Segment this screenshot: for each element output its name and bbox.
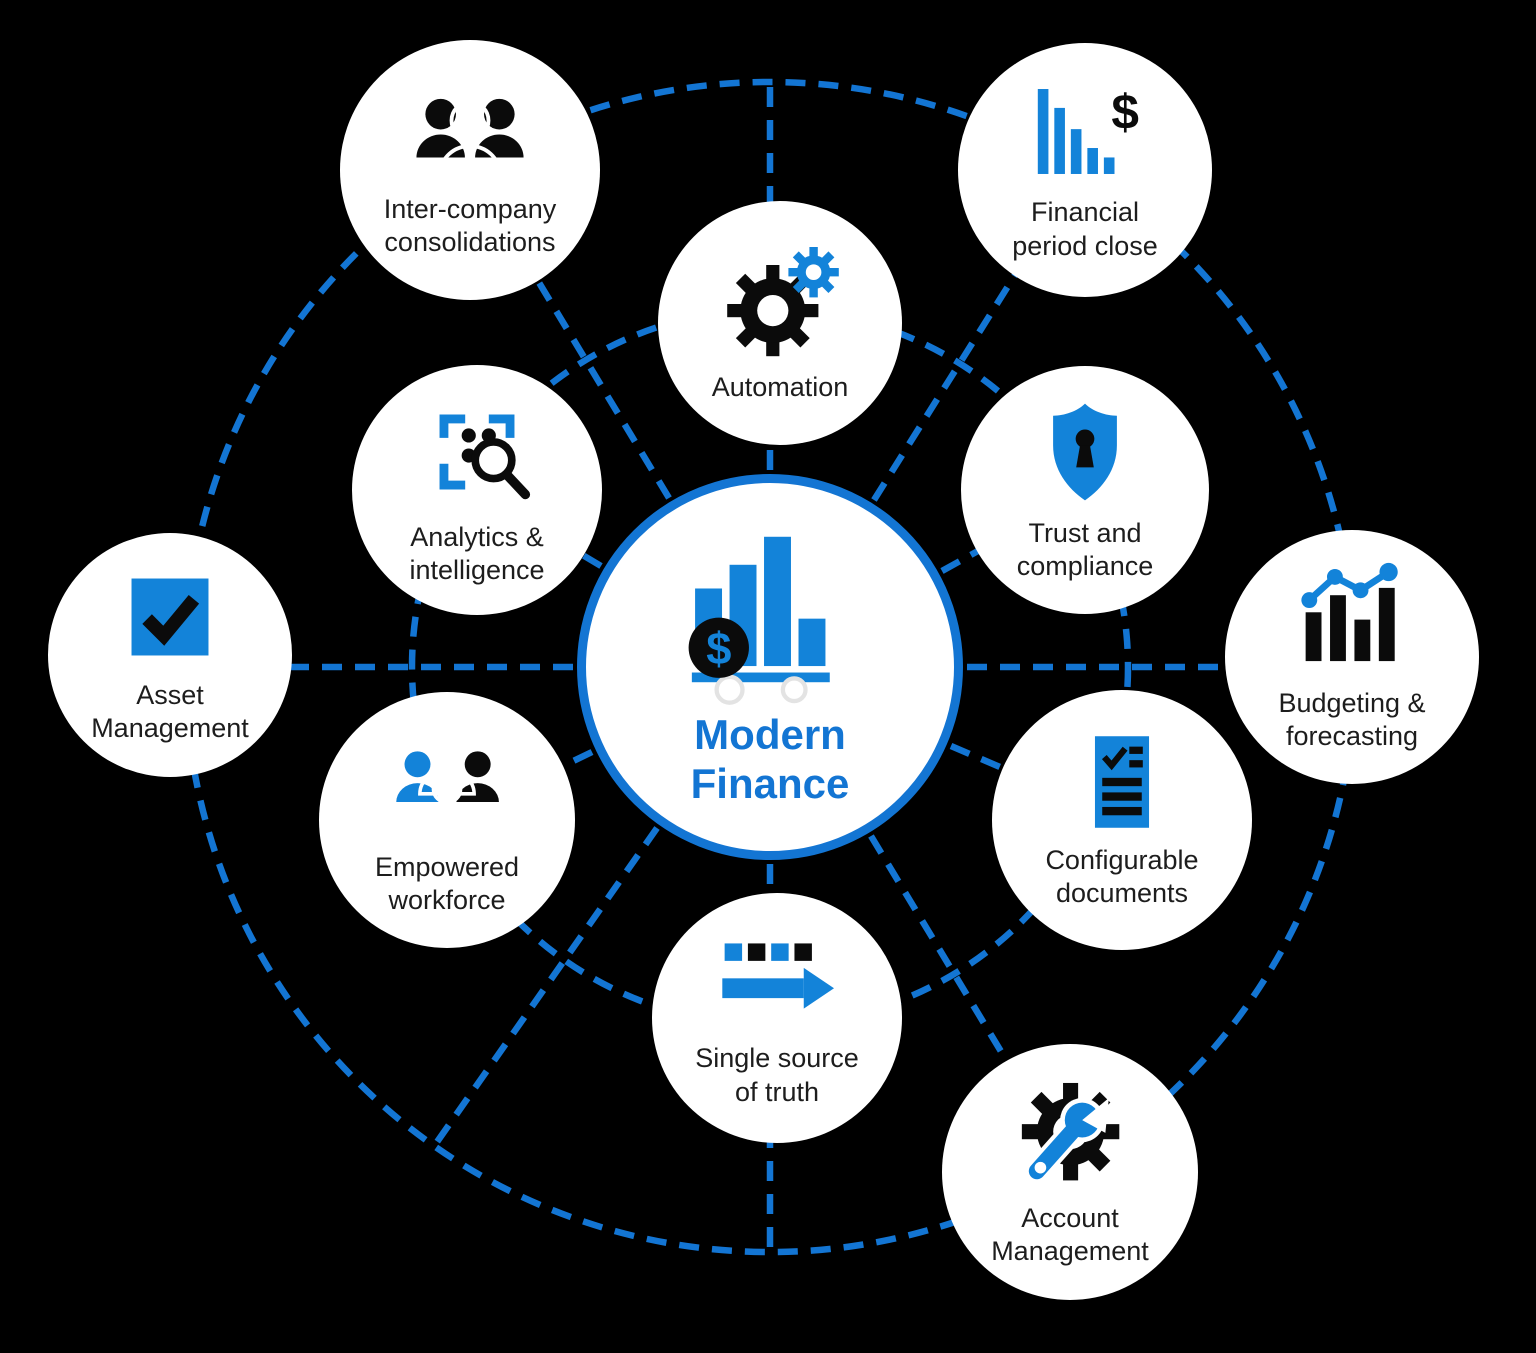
node-trust-and-compliance: Trust and compliance [961,366,1209,614]
node-empowered-workforce: Empowered workforce [319,692,575,948]
node-automation: Automation [658,201,902,445]
team-people-icon [396,731,499,833]
node-account-management: Account Management [942,1044,1198,1300]
cart-wheel [713,674,745,706]
node-analytics-intelligence: Analytics & intelligence [352,365,602,615]
bar-chart-dollar-cart-icon: $ [688,536,830,706]
node-asset-management: Asset Management [48,533,292,777]
node-label: Inter-company consolidations [383,193,557,257]
shield-keyhole-icon [1053,403,1117,500]
node-label: Analytics & intelligence [409,521,545,585]
declining-bars-dollar-icon: $ [1037,84,1139,175]
node-label: Single source of truth [695,1043,859,1107]
node-modern-finance-hub: $ Modern Finance [577,474,963,860]
node-label: Configurable documents [1045,844,1199,908]
checkbox-icon [131,578,209,656]
node-inter-company-consolidations: Inter-company consolidations [340,40,600,300]
gears-icon [727,247,839,357]
cart-wheel [780,676,808,704]
node-label: Automation [711,372,849,403]
document-checklist-icon [1094,735,1150,828]
dollar-sign: $ [706,623,731,674]
people-group-icon [416,98,524,175]
bars-trend-line-icon [1301,562,1398,661]
node-label: Financial period close [1012,197,1158,261]
node-label: Empowered workforce [374,851,520,915]
node-label: Asset Management [91,679,249,743]
node-label: Account Management [991,1202,1149,1266]
dollar-sign: $ [1111,84,1139,140]
node-configurable-documents: Configurable documents [992,690,1252,950]
scan-magnifier-icon [439,414,531,499]
hub-title: Modern Finance [690,711,850,807]
node-label: Budgeting & forecasting [1278,687,1426,751]
node-financial-period-close: $ Financial period close [958,43,1212,297]
pipeline-arrow-icon [722,943,835,1009]
node-label: Trust and compliance [1016,517,1154,581]
gear-wrench-icon [1021,1082,1120,1183]
node-budgeting-forecasting: Budgeting & forecasting [1225,530,1479,784]
node-single-source-of-truth: Single source of truth [652,893,902,1143]
